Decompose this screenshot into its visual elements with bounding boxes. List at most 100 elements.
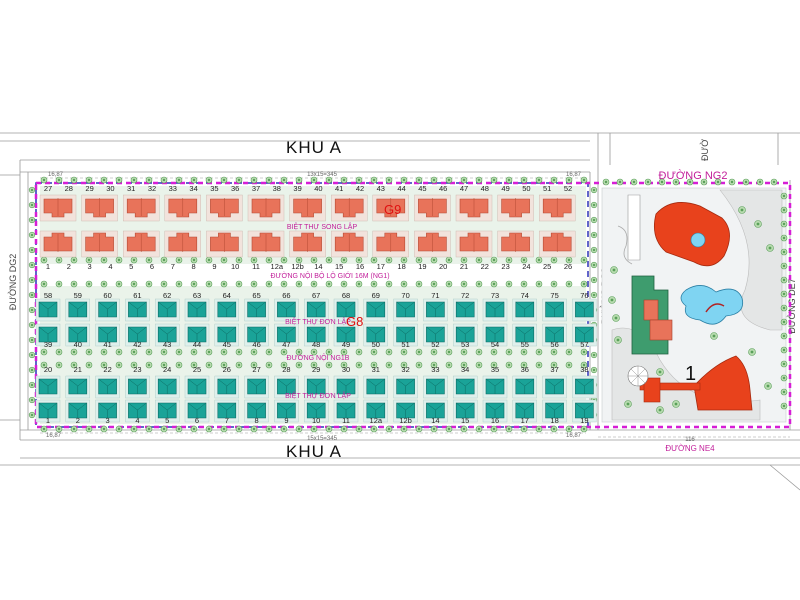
tree-icon	[280, 348, 288, 356]
villa-single	[274, 375, 299, 399]
tree-icon	[310, 256, 318, 264]
tree-icon	[250, 361, 258, 369]
lot-number: 8	[192, 262, 196, 271]
park-tree-group	[602, 178, 788, 414]
tree-icon	[490, 280, 498, 288]
tree-icon	[190, 280, 198, 288]
tree-icon	[85, 256, 93, 264]
park-path	[719, 189, 783, 331]
lot-number: 43	[377, 184, 385, 193]
tree-icon	[325, 256, 333, 264]
tree-icon	[130, 425, 138, 433]
lot-number: 15	[335, 262, 343, 271]
villa-single	[65, 375, 91, 399]
tree-icon	[55, 348, 63, 356]
dimension-label: 116	[685, 437, 695, 443]
villa-double	[331, 194, 368, 222]
lot-number: 36	[521, 365, 529, 374]
tree-icon	[475, 361, 483, 369]
lot-number: 34	[461, 365, 469, 374]
lot-number: 15	[461, 416, 469, 425]
villa-single	[512, 399, 537, 423]
lot-number: 5	[129, 262, 133, 271]
tree-icon	[590, 186, 598, 194]
lot-number: 35	[210, 184, 218, 193]
tree-icon	[160, 280, 168, 288]
lot-number: 75	[550, 291, 558, 300]
tree-icon	[28, 261, 36, 269]
label-biet-thu-don-lap-2: BIỆT THỰ ĐƠN LẬP	[285, 391, 351, 400]
tree-icon	[780, 276, 788, 284]
villa-single	[542, 323, 567, 347]
lot-number: 35	[491, 365, 499, 374]
lot-number: 74	[521, 291, 529, 300]
tree-icon	[754, 220, 762, 228]
lot-number: 9	[284, 416, 288, 425]
villa-single	[244, 399, 269, 423]
tree-icon	[505, 348, 513, 356]
lot-number: 20	[439, 262, 447, 271]
tree-icon	[370, 176, 378, 184]
tree-icon	[550, 280, 558, 288]
lot-number: 8	[255, 416, 259, 425]
road-label-ng1: ĐƯỜNG NỘI BỘ LỘ GIỚI 16M (NG1)	[270, 271, 389, 280]
tree-icon	[28, 276, 36, 284]
villa-single	[244, 323, 269, 347]
villa-single	[125, 399, 150, 423]
lot-number: 28	[65, 184, 73, 193]
tree-icon	[70, 361, 78, 369]
lot-number: 25	[193, 365, 201, 374]
tree-icon	[100, 280, 108, 288]
tree-icon	[780, 262, 788, 270]
tree-icon	[385, 361, 393, 369]
villa-single	[572, 298, 597, 322]
tree-icon	[235, 280, 243, 288]
lot-number: 67	[312, 291, 320, 300]
tree-icon	[100, 256, 108, 264]
tree-icon	[70, 425, 78, 433]
tree-icon	[28, 231, 36, 239]
villa-single	[423, 375, 448, 399]
villa-single	[333, 375, 359, 399]
tree-icon	[764, 382, 772, 390]
tree-icon	[780, 388, 788, 396]
tree-icon	[656, 368, 664, 376]
tree-icon	[70, 348, 78, 356]
lot-number: 51	[401, 340, 409, 349]
villa-single	[512, 323, 537, 347]
villa-single	[512, 375, 537, 399]
lot-number: 12a	[370, 416, 383, 425]
lot-number: 64	[223, 291, 231, 300]
tree-icon	[265, 361, 273, 369]
villa-double	[122, 194, 160, 222]
tree-icon	[28, 336, 36, 344]
road-label-de7: ĐƯỜNG DE7	[787, 278, 797, 333]
villa-single	[35, 399, 61, 423]
lot-number: 66	[282, 291, 290, 300]
tree-icon	[590, 351, 598, 359]
tree-icon	[415, 176, 423, 184]
villa-single	[35, 323, 61, 347]
tree-icon	[415, 348, 423, 356]
lot-number: 56	[550, 340, 558, 349]
tree-icon	[28, 396, 36, 404]
tree-icon	[340, 348, 348, 356]
tree-icon	[430, 176, 438, 184]
villa-single	[423, 298, 448, 322]
tree-icon	[490, 348, 498, 356]
tree-icon	[100, 176, 108, 184]
lot-number: 7	[171, 262, 175, 271]
tree-icon	[445, 280, 453, 288]
tree-icon	[656, 406, 664, 414]
villa-single	[542, 375, 567, 399]
villa-single	[333, 399, 359, 423]
tree-icon	[490, 256, 498, 264]
tree-icon	[400, 361, 408, 369]
tree-icon	[430, 348, 438, 356]
tree-icon	[220, 176, 228, 184]
tree-icon	[780, 318, 788, 326]
tree-icon	[325, 361, 333, 369]
villa-single	[482, 399, 508, 423]
tree-icon	[370, 361, 378, 369]
tree-icon	[145, 280, 153, 288]
